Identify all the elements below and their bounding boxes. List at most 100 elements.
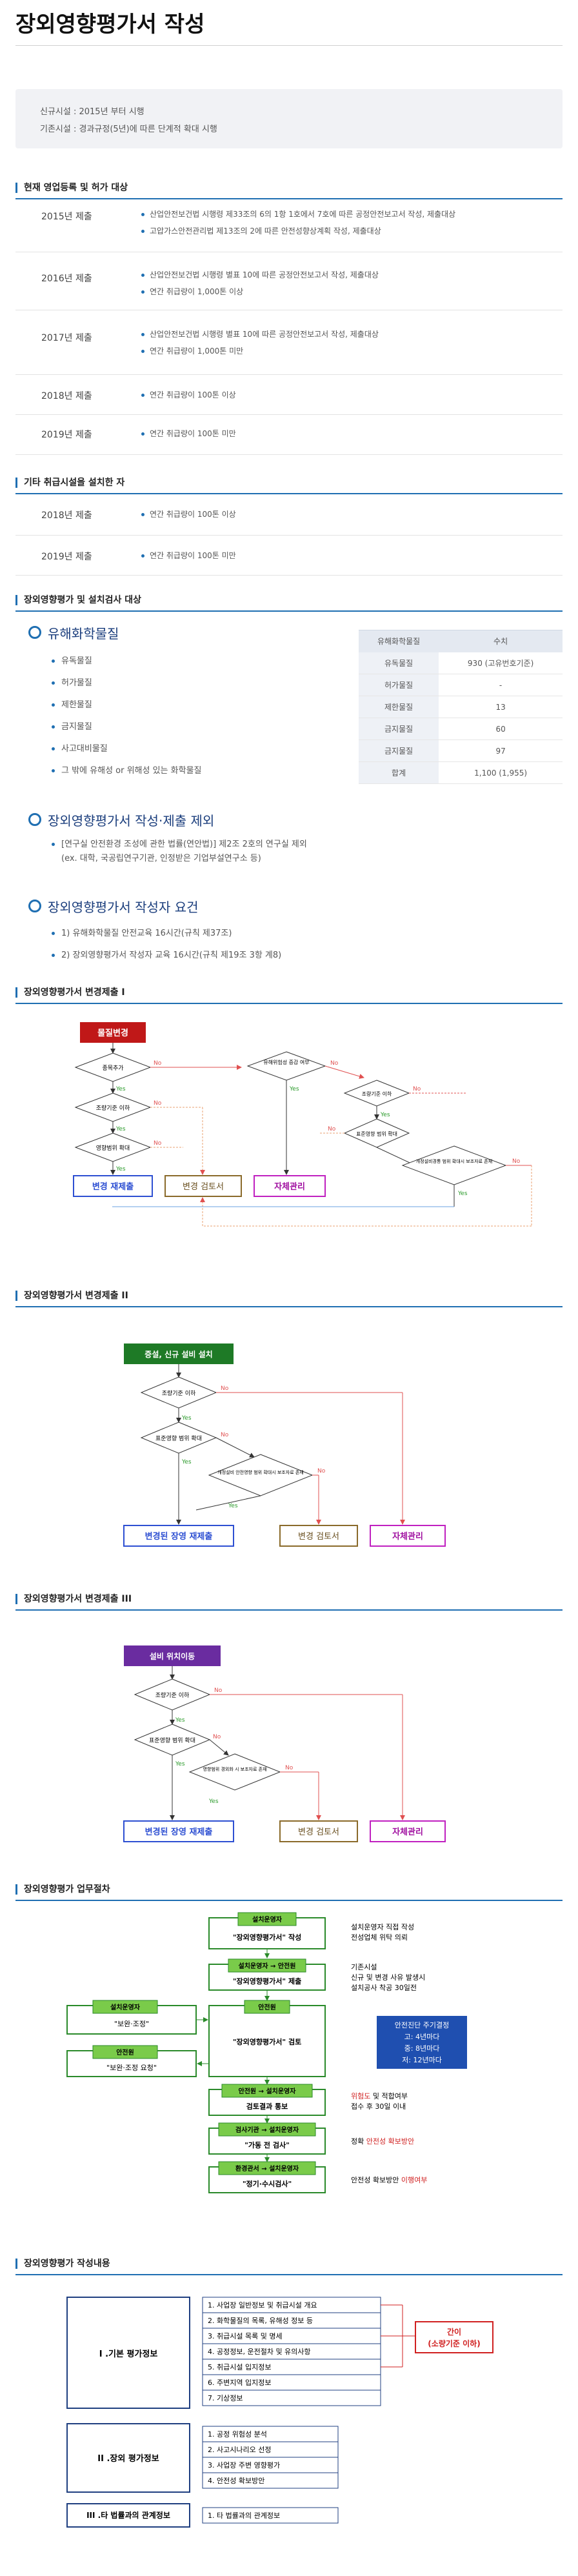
decision-label: 조량기준 이하 (362, 1091, 392, 1097)
svg-text:1. 공정 위험성 분석: 1. 공정 위험성 분석 (208, 2430, 267, 2439)
no-label: No (213, 1734, 221, 1740)
no-label: No (413, 1086, 421, 1092)
cycle-line: 저: 12년마다 (402, 2056, 442, 2064)
callout-label: (소량기준 이하) (428, 2339, 480, 2348)
intro-line: 기존시설 : 경과규정(5년)에 따른 단계적 확대 시행 (40, 125, 217, 134)
decision-label: 개정설비경통 범위 확대시 보조자료 존재 (416, 1158, 492, 1164)
no-label: No (154, 1140, 162, 1147)
outcome-box (123, 1525, 234, 1547)
svg-text:5. 취급시설 입지정보: 5. 취급시설 입지정보 (208, 2363, 271, 2371)
note-text: (ex. 대학, 국공립연구기관, 인정받은 기업부설연구소 등) (61, 854, 261, 863)
note-text: 전성업체 위탁 의뢰 (351, 1933, 408, 1942)
yes-label: Yes (208, 1798, 219, 1805)
decision-label: 조량기준 이하 (162, 1389, 196, 1397)
start-label: 물질변경 (97, 1028, 128, 1038)
decision-label: 표준영향 범위 확대 (356, 1131, 397, 1137)
year-label: 2019년 제출 (41, 552, 92, 562)
yes-label: Yes (228, 1503, 238, 1509)
svg-text:4. 공정정보, 운전절차 및 유의사항: 4. 공정정보, 운전절차 및 유의사항 (208, 2348, 311, 2356)
outcome-box (254, 1175, 326, 1197)
note-text: 정확 안전성 확보방안 (351, 2137, 414, 2146)
callout-box (415, 2321, 493, 2353)
step-actor: 안전원 (258, 2003, 276, 2011)
no-label: No (330, 1060, 339, 1067)
year-label: 2019년 제출 (41, 430, 92, 440)
subheading: 장외영향평가서 작성·제출 제외 (28, 810, 214, 829)
subheading: 장외영향평가서 작성자 요건 (28, 897, 199, 916)
outcome-box (123, 1820, 234, 1842)
list-bullet: 2) 장외영향평가서 작성자 교육 16시간(규칙 제19조 3항 계8) (52, 945, 281, 967)
list-item: 2019년 제출 연간 취급량이 100톤 미만 (15, 536, 563, 576)
note-text: 신규 및 변경 사유 발생시 (351, 1973, 425, 1982)
divider (15, 493, 563, 494)
outcome-box (370, 1820, 446, 1842)
list-bullet: 연간 취급량이 100톤 이상 (141, 387, 236, 403)
list-item: 2018년 제출 연간 취급량이 100톤 이상 (15, 375, 563, 415)
outcome-box (279, 1525, 358, 1547)
yes-label: Yes (175, 1761, 185, 1767)
list-bullet: 연간 취급량이 100톤 미만 (141, 547, 236, 564)
step-actor: 안전원 → 설치운영자 (239, 2087, 297, 2095)
start-box (124, 1343, 234, 1364)
step-label: "가동 전 검사" (244, 2140, 290, 2149)
svg-text:4. 안전성 확보방안: 4. 안전성 확보방안 (208, 2477, 264, 2485)
section-heading: 장외영향평가서 변경제출 III (15, 1594, 563, 1604)
section-heading: 장외영향평가 및 설치검사 대상 (15, 595, 563, 605)
outcome-label: 변경 검토서 (183, 1182, 224, 1192)
list-item: 2018년 제출 연간 취급량이 100톤 이상 (15, 496, 563, 536)
section-heading: 장외영향평가서 변경제출 I (15, 987, 563, 998)
decision-label: 영향범위 확대 (96, 1144, 130, 1152)
list-bullet: 허가물질 (52, 672, 202, 694)
decision-diamond (188, 1753, 281, 1791)
section-heading: 기타 취급시설을 설치한 자 (15, 478, 563, 488)
list-bullet: 그 밖에 유해성 or 위해성 있는 화학물질 (52, 760, 202, 782)
note-text: 위험도 및 적합여부 (351, 2092, 408, 2100)
divider (15, 1900, 563, 1901)
yes-label: Yes (380, 1112, 390, 1118)
svg-text:7. 기상정보: 7. 기상정보 (208, 2394, 243, 2402)
divider (15, 1306, 563, 1307)
outcome-label: 변경 재제출 (92, 1182, 134, 1192)
list-bullet: 산업안전보건법 시행령 제33조의 6의 1항 1호에서 7호에 따른 공정안전… (141, 206, 455, 223)
intro-line: 신규시설 : 2015년 부터 시행 (40, 107, 144, 117)
decision-label: 종목추가 (102, 1065, 123, 1072)
svg-text:2. 사고시나리오 선정: 2. 사고시나리오 선정 (208, 2446, 271, 2454)
list-bullet: 금지물질 (52, 716, 202, 738)
year-label: 2018년 제출 (41, 391, 92, 401)
no-label: No (285, 1765, 294, 1771)
no-label: No (214, 1687, 223, 1694)
step-actor: 설치운영자 (252, 1915, 283, 1924)
table-row: 허가물질- (359, 674, 563, 696)
note-text: 설치운영자 직접 작성 (351, 1923, 414, 1931)
outcome-box (370, 1525, 446, 1547)
group-3-item: 1. 타 법률과의 관계정보 (208, 2511, 280, 2520)
outcome-label: 변경 검토서 (298, 1827, 339, 1837)
callout-label: 간이 (447, 2327, 461, 2337)
group-label: I .기본 평가정보 (99, 2349, 158, 2359)
no-label: No (221, 1385, 229, 1392)
step-label: "정기·수시검사" (243, 2179, 292, 2188)
subheading: 유해화학물질 (28, 623, 119, 642)
yes-label: Yes (457, 1191, 468, 1197)
no-label: No (221, 1432, 229, 1438)
step-label: "장외영향평가서" 검토 (233, 2037, 301, 2046)
outcome-label: 변경된 장영 재제출 (145, 1827, 213, 1837)
section-heading: 장외영향평가서 변경제출 II (15, 1291, 563, 1301)
cycle-line: 중: 8년마다 (404, 2044, 440, 2053)
divider (15, 2274, 563, 2275)
list-bullet: [연구실 안전환경 조성에 관한 법률(연안법)] 제2조 2호의 연구실 제외 (52, 838, 307, 852)
table-header: 유해화학물질 (359, 630, 439, 652)
step-actor: 설치운영자 → 안전원 (239, 1962, 296, 1970)
svg-text:1. 사업장 일반정보 및 취급시설 개요: 1. 사업장 일반정보 및 취급시설 개요 (208, 2300, 317, 2309)
start-label: 증설, 신규 설비 설치 (144, 1349, 212, 1359)
outcome-box (164, 1175, 242, 1197)
group-2-items: 1. 공정 위험성 분석 2. 사고시나리오 선정 3. 사업장 주변 영향평가… (202, 2426, 339, 2489)
divider (15, 610, 563, 612)
cycle-box (377, 2016, 467, 2069)
list-bullet: 유독물질 (52, 650, 202, 672)
divider (15, 45, 563, 46)
